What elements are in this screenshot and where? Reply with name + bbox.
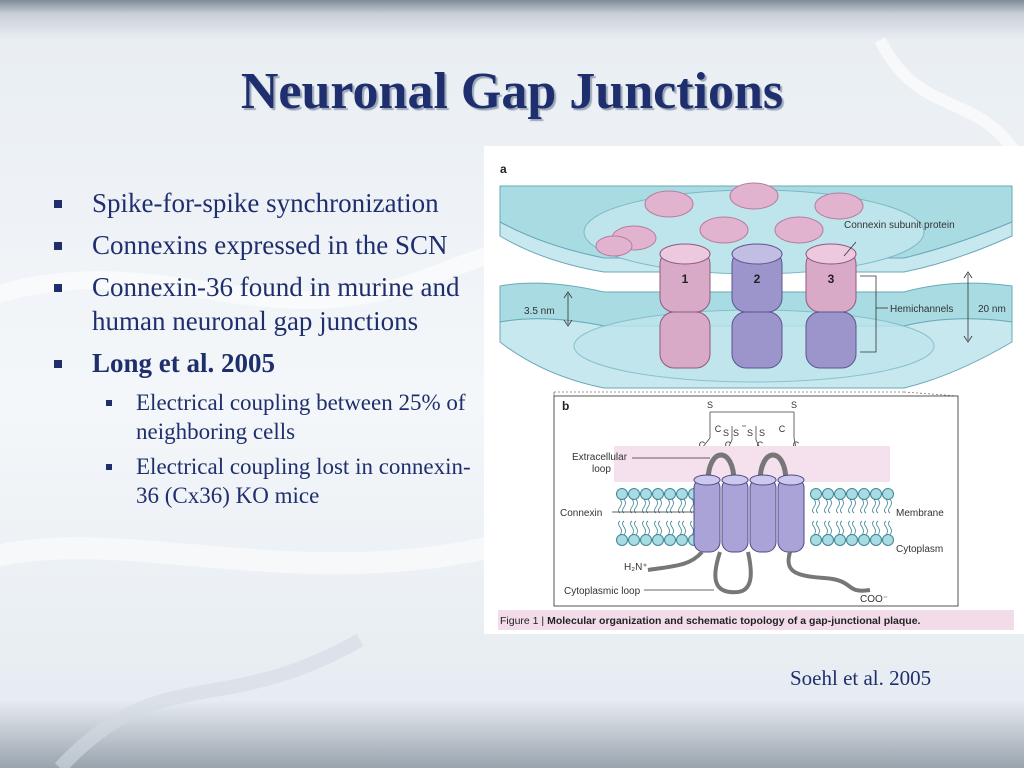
svg-text:loop: loop bbox=[592, 464, 611, 475]
c-terminus-tail bbox=[786, 551, 871, 593]
lipid-bilayer bbox=[616, 488, 894, 546]
channel-number-1: 1 bbox=[682, 272, 689, 286]
svg-text:C: C bbox=[793, 440, 800, 450]
gap-junction-figure: a 1 bbox=[484, 146, 1024, 634]
gap-width-label: 3.5 nm bbox=[524, 306, 555, 317]
svg-text:C: C bbox=[699, 440, 706, 450]
bullet-marker bbox=[54, 200, 62, 208]
sulfur-labels: S S S S S S bbox=[707, 400, 797, 438]
panel-a-label: a bbox=[500, 162, 507, 176]
bullet-marker bbox=[54, 242, 62, 250]
channel-number-2: 2 bbox=[754, 272, 761, 286]
channel-number-3: 3 bbox=[828, 272, 835, 286]
bullet-marker bbox=[54, 360, 62, 368]
extracellular-region bbox=[614, 446, 890, 482]
connexon-rosettes bbox=[595, 182, 864, 257]
svg-text:S: S bbox=[707, 400, 713, 410]
citation-credit: Soehl et al. 2005 bbox=[790, 666, 932, 690]
figure-canvas: a 1 bbox=[498, 162, 1014, 630]
panel-b-label: b bbox=[562, 399, 569, 413]
cytoplasmic-loop bbox=[713, 551, 753, 595]
svg-text:H₂N⁺: H₂N⁺ bbox=[624, 562, 648, 573]
disulfide-bonds bbox=[701, 411, 797, 449]
junction-width-label: 20 nm bbox=[978, 304, 1006, 315]
svg-text:S: S bbox=[759, 428, 765, 438]
svg-text:S: S bbox=[747, 428, 753, 438]
svg-text:C: C bbox=[725, 440, 732, 450]
svg-text:S: S bbox=[733, 428, 739, 438]
connexin-helices bbox=[693, 474, 805, 553]
bullet-marker bbox=[54, 284, 62, 292]
bullet-item: Connexins expressed in the SCN bbox=[54, 228, 484, 262]
caption-bar bbox=[498, 610, 1014, 630]
bullet-marker bbox=[106, 400, 112, 406]
n-terminus-tail bbox=[647, 550, 704, 572]
svg-text:Cytoplasmic loop: Cytoplasmic loop bbox=[564, 586, 641, 597]
bullet-item: Long et al. 2005 bbox=[54, 346, 484, 380]
svg-text:C: C bbox=[715, 424, 722, 434]
slide-title: Neuronal Gap Junctions bbox=[240, 63, 784, 120]
extracellular-loop-2 bbox=[757, 452, 789, 483]
hemichannels-label: Hemichannels bbox=[890, 304, 953, 315]
sub-bullet-item: Electrical coupling lost in connexin-36 … bbox=[54, 452, 484, 510]
svg-text:Connexin: Connexin bbox=[560, 508, 602, 519]
connexon-channel-2: 2 bbox=[731, 243, 783, 369]
panel-b-labels: Extracellular loop Connexin Membrane Cyt… bbox=[560, 452, 944, 605]
svg-text:COO⁻: COO⁻ bbox=[860, 594, 888, 605]
bullet-marker bbox=[106, 464, 112, 470]
connexon-channel-3: 3 bbox=[805, 243, 857, 369]
svg-text:C: C bbox=[779, 424, 786, 434]
connexon-channel-1: 1 bbox=[659, 243, 711, 369]
figure-caption: Figure 1 | Molecular organization and sc… bbox=[500, 615, 921, 627]
cysteine-labels: C C C C C C bbox=[699, 424, 800, 450]
svg-text:C: C bbox=[757, 440, 764, 450]
svg-text:Extracellular: Extracellular bbox=[572, 452, 628, 463]
bullet-item: Spike-for-spike synchronization bbox=[54, 186, 484, 220]
connexin-subunit-protein-label: Connexin subunit protein bbox=[844, 220, 955, 231]
svg-text:S: S bbox=[791, 400, 797, 410]
bullet-item: Connexin-36 found in murine and human ne… bbox=[54, 270, 484, 338]
svg-text:Membrane: Membrane bbox=[896, 508, 944, 519]
sub-bullet-item: Electrical coupling between 25% of neigh… bbox=[54, 388, 484, 446]
extracellular-loop-1 bbox=[705, 452, 737, 483]
svg-text:Cytoplasm: Cytoplasm bbox=[896, 544, 943, 555]
svg-text:S: S bbox=[723, 428, 729, 438]
